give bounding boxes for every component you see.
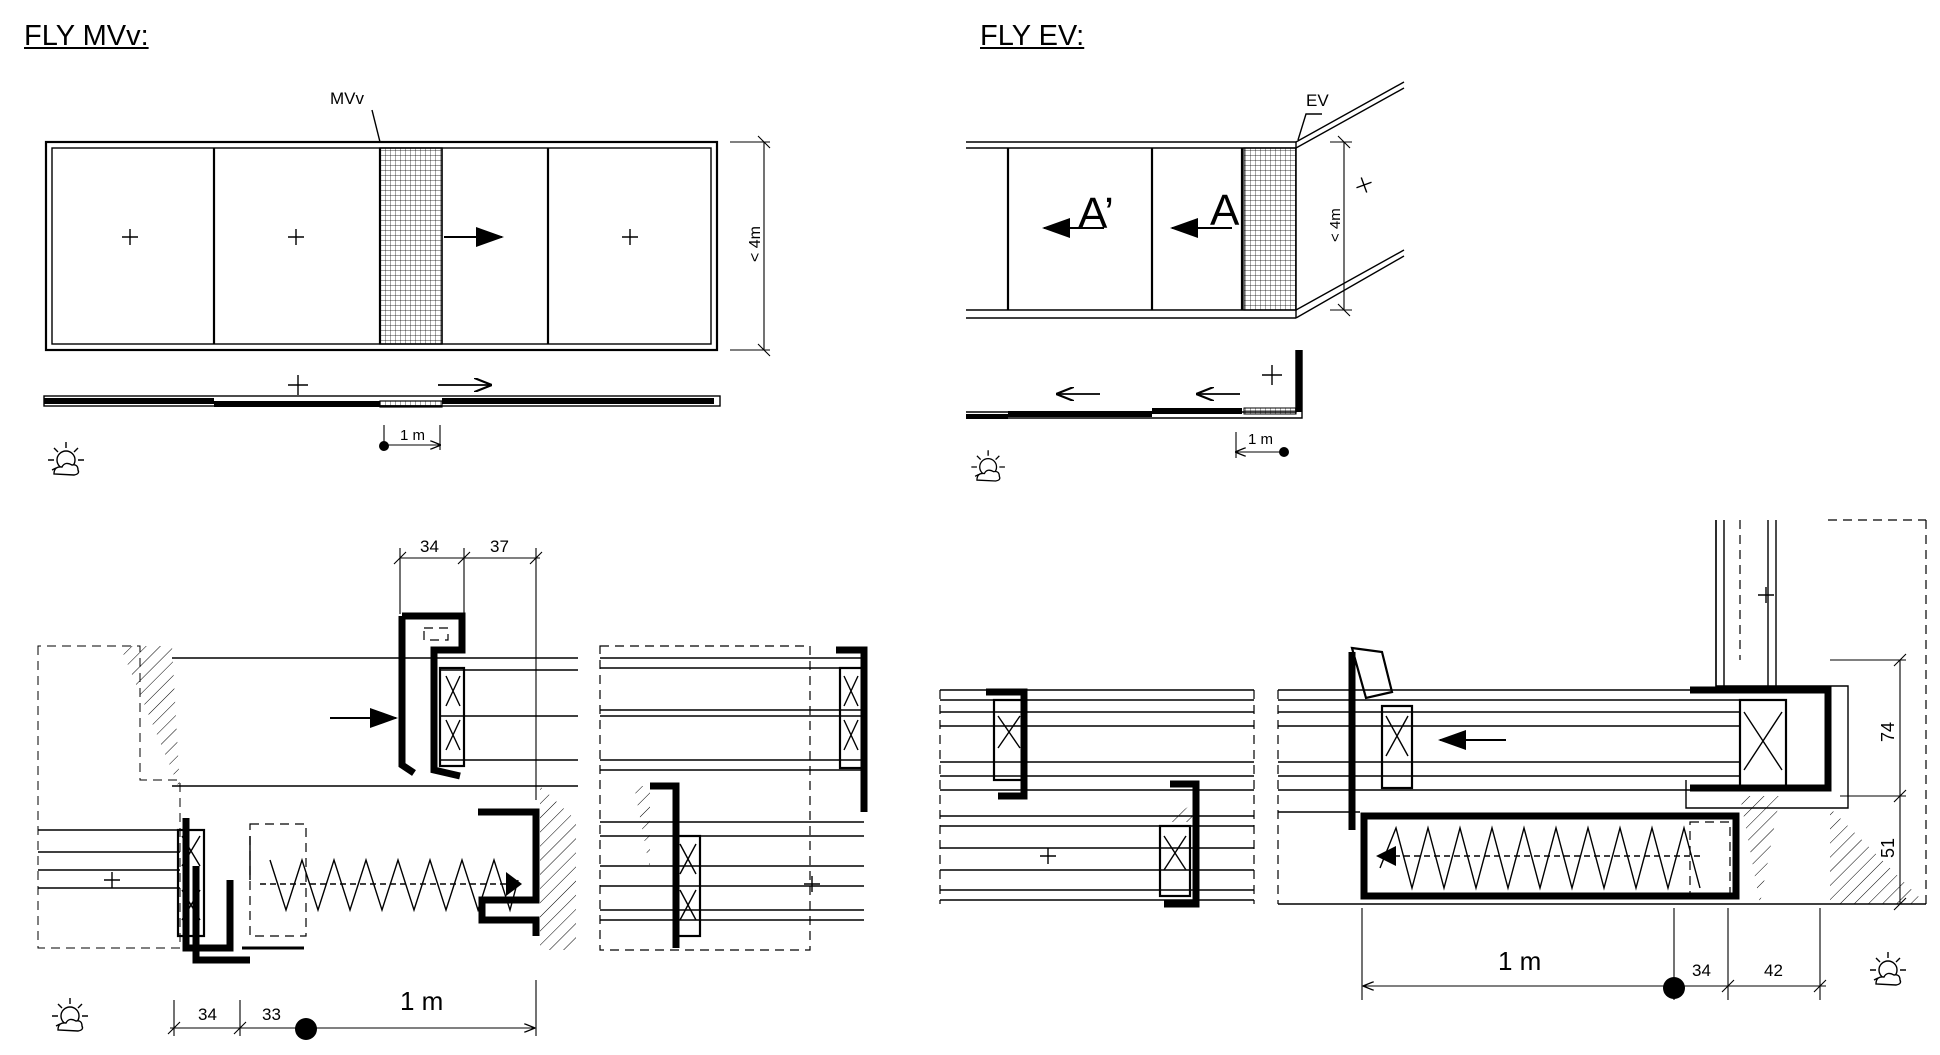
dim-top-37: 37 [490, 537, 509, 556]
scale-label-ev: 1 m [1248, 431, 1273, 448]
heading-fly-mvv: FLY MVv: [24, 20, 149, 52]
sun-cloud-icon [1869, 951, 1907, 986]
plan-mvv-section: 1 m [43, 375, 721, 451]
dim-side-51: 51 [1878, 838, 1898, 858]
sun-cloud-icon [970, 449, 1006, 482]
dim-side-74: 74 [1878, 722, 1898, 742]
detail-mvv: 34 37 34 33 1 m [37, 537, 868, 1040]
mvv-tag-label: MVv [330, 89, 365, 108]
sun-cloud-icon [51, 997, 89, 1032]
label-a-prime: A’ [1078, 189, 1114, 238]
plan-mvv-elevation: MVv < 4m [44, 89, 771, 357]
spring-icon [1379, 825, 1701, 891]
dim-ev-1m: 1 m [1498, 946, 1541, 976]
dim-bottom-1m: 1 m [400, 986, 443, 1016]
scale-label-mvv: 1 m [400, 427, 425, 444]
plus-icon [122, 229, 638, 245]
height-label-ev: < 4m [1327, 208, 1344, 242]
dim-top-34: 34 [420, 537, 439, 556]
dim-bottom-34: 34 [198, 1005, 217, 1024]
screen-mesh-mvv [379, 147, 443, 345]
plan-ev-elevation: A’ A EV < 4m [966, 81, 1405, 319]
sun-cloud-icon [47, 441, 85, 476]
dim-ev-34: 34 [1692, 961, 1711, 980]
plan-ev-section: 1 m [966, 350, 1303, 458]
spring-icon [269, 857, 519, 913]
label-a: A [1210, 186, 1240, 235]
ev-tag-label: EV [1306, 91, 1329, 110]
dim-ev-42: 42 [1764, 961, 1783, 980]
heading-fly-ev: FLY EV: [980, 20, 1085, 52]
screen-mesh-ev [1243, 147, 1297, 311]
dim-bottom-33: 33 [262, 1005, 281, 1024]
detail-ev: 74 51 1 m 34 42 [939, 519, 1927, 1000]
height-label-mvv: < 4m [747, 226, 764, 262]
